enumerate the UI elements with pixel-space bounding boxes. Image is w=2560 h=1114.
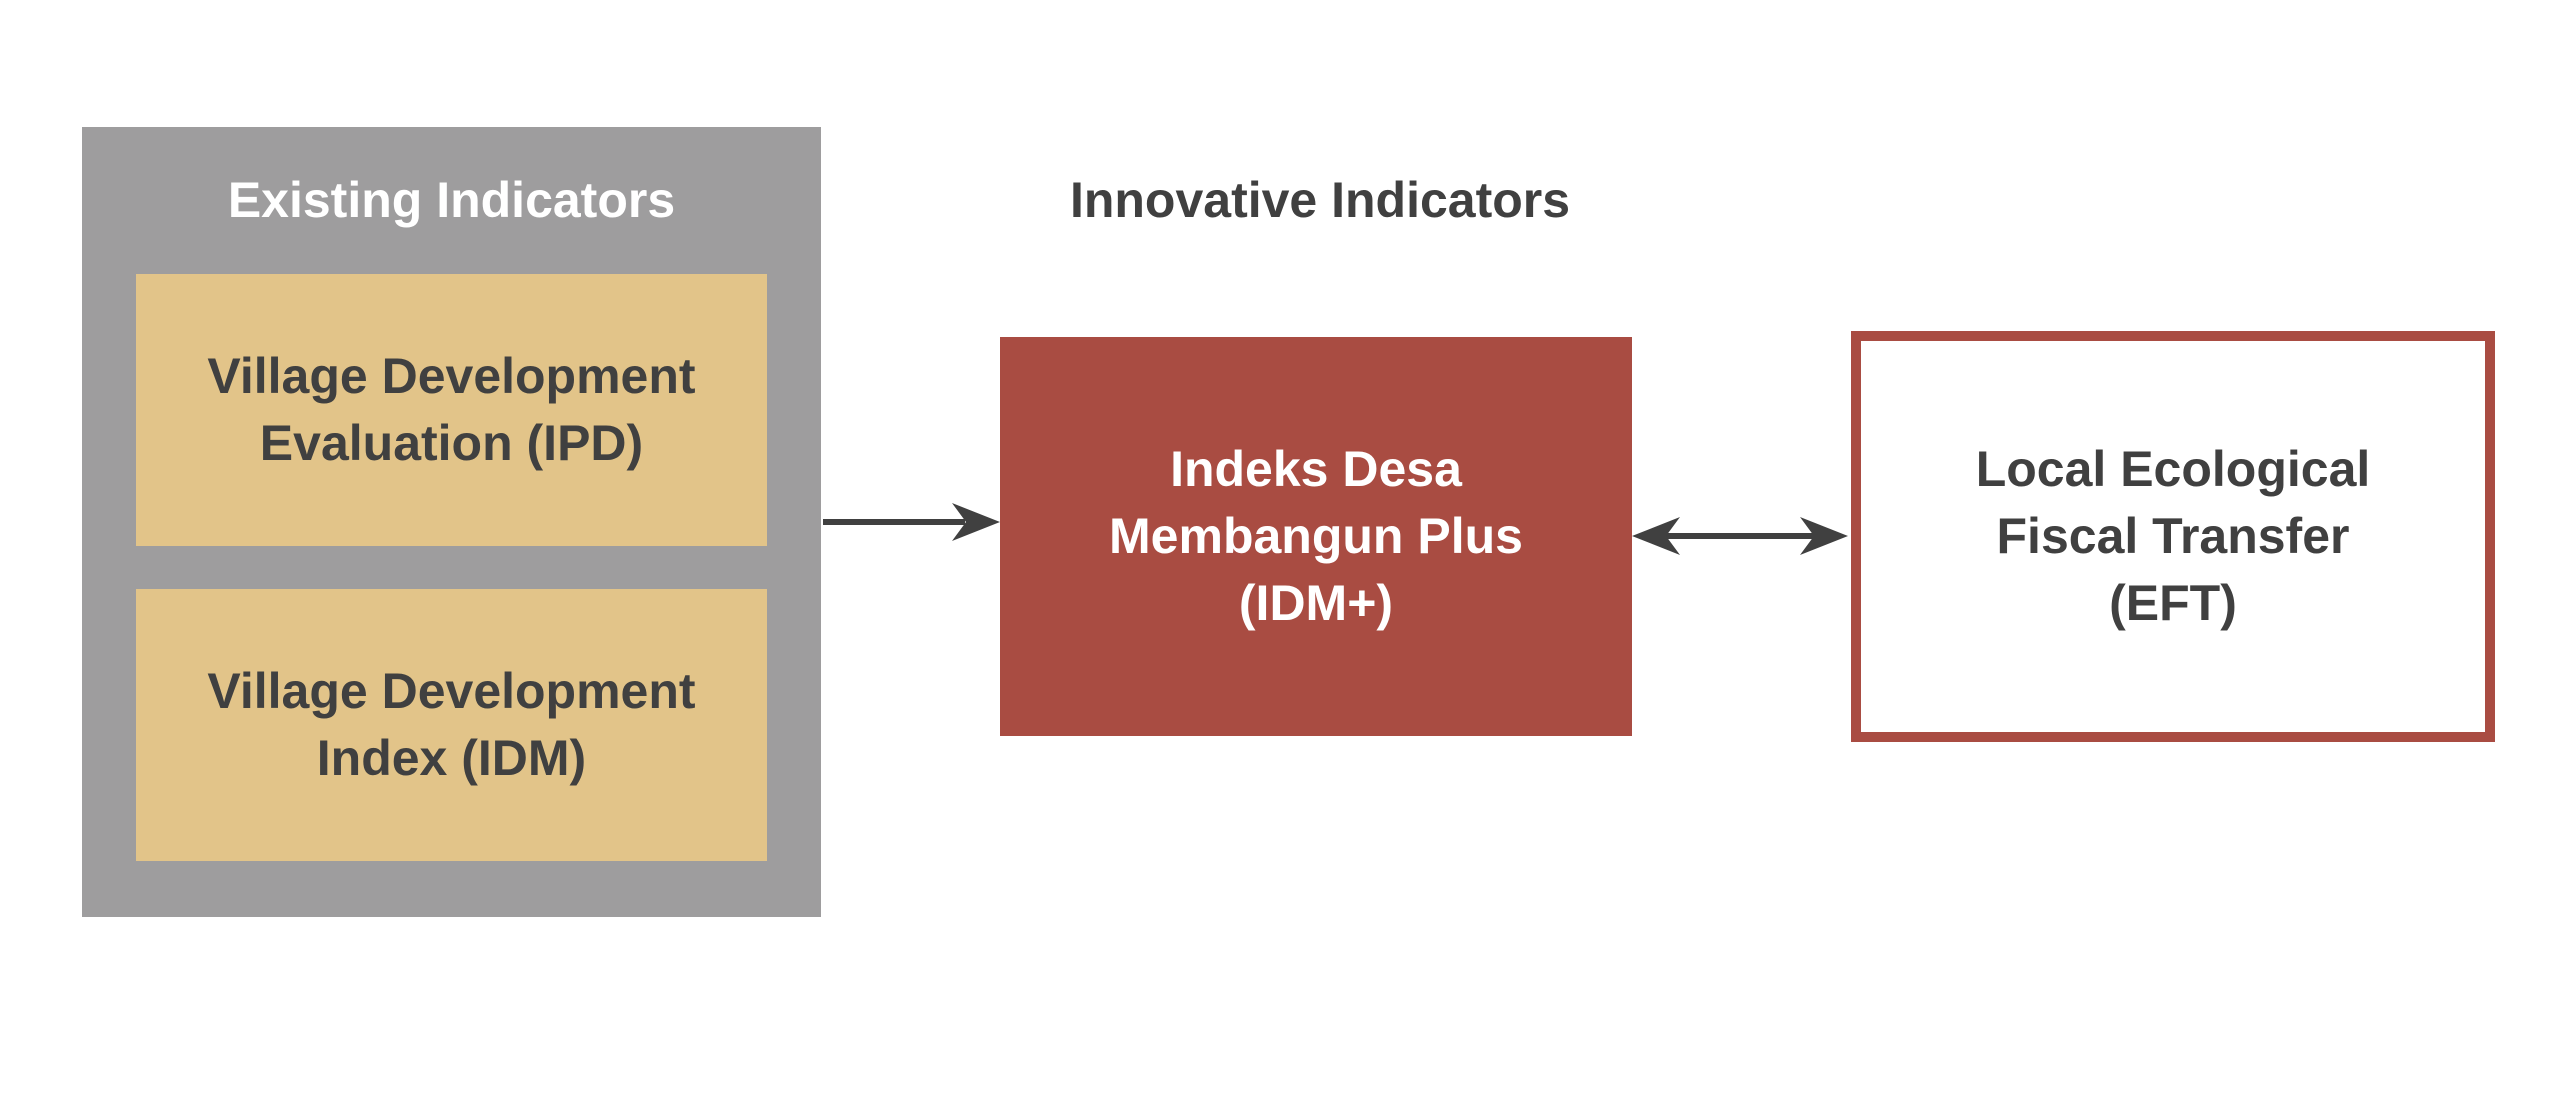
ipd-label-line-1: Village Development [207,348,696,404]
existing-indicators-title: Existing Indicators [227,172,676,228]
innovative-indicators-title: Innovative Indicators [1069,172,1571,228]
idm-label-line-1: Village Development [207,663,696,719]
ipd-box: Village Development Evaluation (IPD) [136,274,767,546]
idm-plus-label-line-1: Indeks Desa [1170,441,1462,497]
idm-plus-box: Indeks Desa Membangun Plus (IDM+) [1000,337,1632,736]
arrow-existing-to-idm-plus [823,503,1000,541]
eft-box: Local Ecological Fiscal Transfer (EFT) [1851,331,2495,742]
ipd-label-line-2: Evaluation (IPD) [259,415,644,471]
idm-label-line-2: Index (IDM) [316,730,587,786]
idm-plus-label-line-3: (IDM+) [1238,575,1394,631]
idm-box: Village Development Index (IDM) [136,589,767,861]
eft-label-line-2: Fiscal Transfer [1996,508,2350,564]
idm-plus-label-line-2: Membangun Plus [1109,508,1523,564]
eft-label-line-1: Local Ecological [1975,441,2371,497]
eft-label-line-3: (EFT) [2109,575,2237,631]
arrow-idm-plus-eft-bidirectional [1632,517,1848,555]
